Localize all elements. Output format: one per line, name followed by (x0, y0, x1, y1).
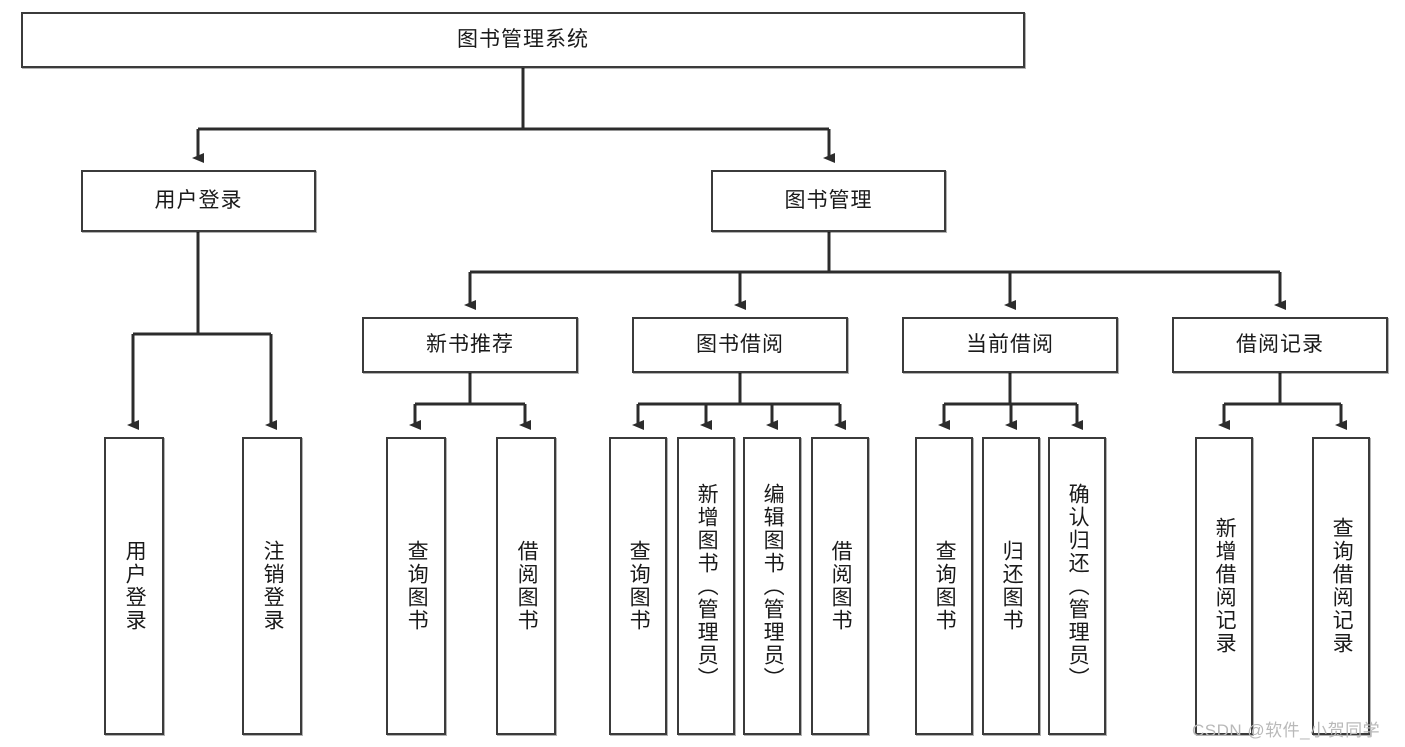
node-book-management[interactable]: 图书管理 (711, 170, 946, 232)
leaf-user-login[interactable]: 用户登录 (104, 437, 164, 735)
node-user-login[interactable]: 用户登录 (81, 170, 316, 232)
node-root-system[interactable]: 图书管理系统 (21, 12, 1025, 68)
leaf-return-book[interactable]: 归还图书 (982, 437, 1040, 735)
leaf-label: 借阅图书 (515, 540, 539, 632)
leaf-label: 新增借阅记录 (1213, 517, 1237, 655)
leaf-add-book[interactable]: 新增图书（管理员） (677, 437, 735, 735)
leaf-query-book-borrow[interactable]: 查询图书 (609, 437, 667, 735)
leaf-query-book-current[interactable]: 查询图书 (915, 437, 973, 735)
leaf-label: 用户登录 (123, 540, 147, 632)
leaf-label: 归还图书 (1000, 540, 1024, 632)
leaf-label: 确认归还（管理员） (1066, 482, 1090, 690)
node-book-borrow[interactable]: 图书借阅 (632, 317, 848, 373)
csdn-watermark: CSDN @软件_小贺同学 (1192, 721, 1381, 740)
leaf-label: 新增图书（管理员） (695, 482, 719, 690)
leaf-label: 查询借阅记录 (1330, 517, 1354, 655)
node-new-book-recommend[interactable]: 新书推荐 (362, 317, 578, 373)
leaf-label: 编辑图书（管理员） (761, 482, 785, 690)
leaf-label: 注销登录 (261, 540, 285, 632)
node-borrow-record[interactable]: 借阅记录 (1172, 317, 1388, 373)
leaf-borrow-book-recommend[interactable]: 借阅图书 (496, 437, 556, 735)
leaf-query-book-recommend[interactable]: 查询图书 (386, 437, 446, 735)
leaf-logout[interactable]: 注销登录 (242, 437, 302, 735)
leaf-label: 查询图书 (405, 540, 429, 632)
leaf-edit-book[interactable]: 编辑图书（管理员） (743, 437, 801, 735)
leaf-label: 查询图书 (933, 540, 957, 632)
leaf-confirm-return[interactable]: 确认归还（管理员） (1048, 437, 1106, 735)
leaf-add-borrow-record[interactable]: 新增借阅记录 (1195, 437, 1253, 735)
leaf-borrow-book[interactable]: 借阅图书 (811, 437, 869, 735)
leaf-label: 查询图书 (627, 540, 651, 632)
leaf-label: 借阅图书 (829, 540, 853, 632)
node-current-borrow[interactable]: 当前借阅 (902, 317, 1118, 373)
leaf-query-borrow-record[interactable]: 查询借阅记录 (1312, 437, 1370, 735)
